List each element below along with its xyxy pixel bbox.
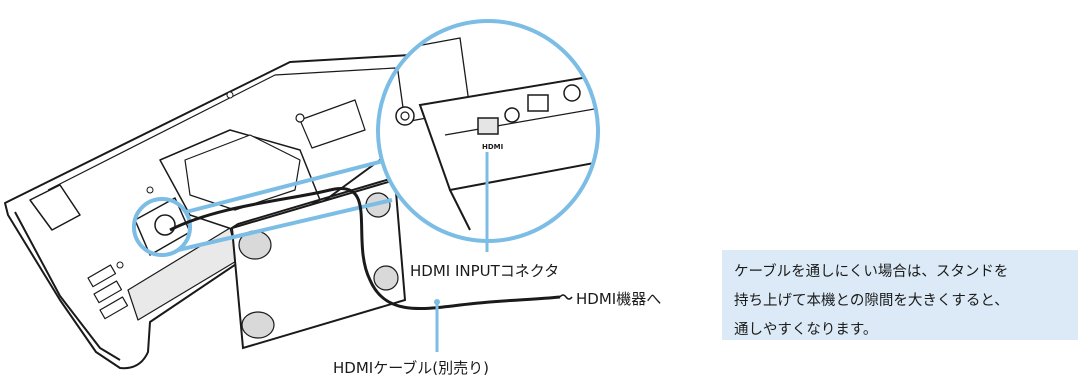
cable-end-squiggle	[559, 294, 573, 300]
hdmi-input-connector-label: HDMI INPUTコネクタ	[410, 262, 560, 280]
callout-link-line-1	[185, 156, 396, 214]
tip-note-box: ケーブルを通しにくい場合は、スタンドを 持ち上げて本機との隙間を大きくすると、 …	[722, 250, 1078, 340]
callout-link-line-2	[177, 198, 393, 252]
tip-note-line: 通しやすくなります。	[734, 322, 878, 338]
tip-note-line: 持ち上げて本機との隙間を大きくすると、	[734, 293, 1009, 309]
tip-note-line: ケーブルを通しにくい場合は、スタンドを	[734, 264, 1009, 280]
hdmi-cable-label: HDMIケーブル(別売り)	[333, 359, 490, 377]
hdmi-device-label: HDMI機器へ	[576, 290, 662, 308]
terminal-callout-small	[132, 197, 192, 257]
hdmi-port-zoom: HDMI	[376, 19, 600, 243]
hdmi-cable	[169, 187, 561, 311]
hdmi-logo-text: HDMI	[482, 143, 503, 151]
cable-pointer-dot	[434, 299, 440, 305]
